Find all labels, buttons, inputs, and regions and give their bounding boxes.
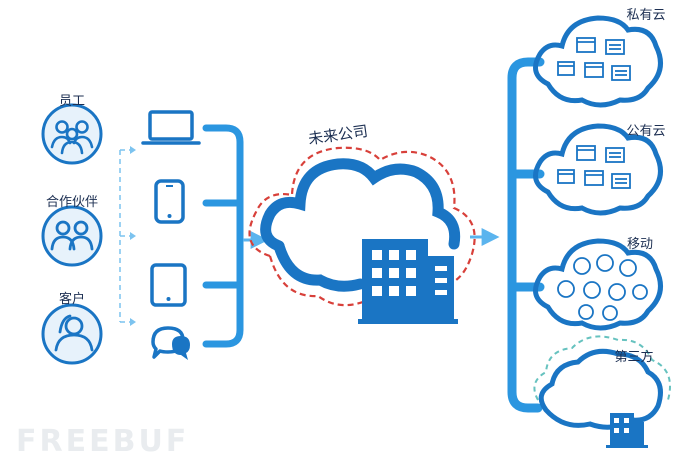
label-public-cloud: 公有云 (626, 124, 666, 139)
customer-icon (54, 314, 94, 352)
cloud-mobile (533, 238, 663, 331)
person-node-employees (41, 103, 103, 165)
partners-icon (50, 220, 94, 251)
phone-icon (154, 179, 185, 224)
employees-icon (50, 120, 94, 155)
center-cloud-dashed-outline (248, 146, 476, 288)
tablet-icon (150, 263, 187, 307)
mobile-apps-icons (557, 254, 648, 321)
building-icon (358, 239, 458, 324)
left-connector-pipes (202, 124, 244, 348)
cloud-public (533, 123, 663, 216)
center-cloud-dashed-bottom (268, 255, 369, 307)
laptop-icon (141, 110, 201, 145)
label-customers: 客户 (58, 292, 86, 307)
watermark: FREEBUF (16, 424, 190, 459)
people-dashed-arrows (130, 146, 136, 326)
private-cloud-apps (557, 37, 631, 81)
label-employees: 员工 (58, 94, 86, 109)
chat-icon (151, 326, 190, 360)
cloud-private (533, 15, 663, 108)
center-cloud (260, 158, 461, 252)
cloud-third-party (533, 335, 671, 430)
public-cloud-apps (557, 145, 631, 189)
label-private-cloud: 私有云 (626, 8, 666, 23)
center-cloud-lower (273, 240, 366, 292)
person-node-customer (41, 303, 103, 365)
third-party-building-icon (606, 413, 648, 448)
person-node-partners (41, 205, 103, 267)
label-mobile: 移动 (626, 237, 654, 252)
label-partners: 合作伙伴 (45, 195, 99, 210)
right-connector-pipes (507, 57, 545, 413)
label-third-party: 第三方 (614, 350, 654, 365)
